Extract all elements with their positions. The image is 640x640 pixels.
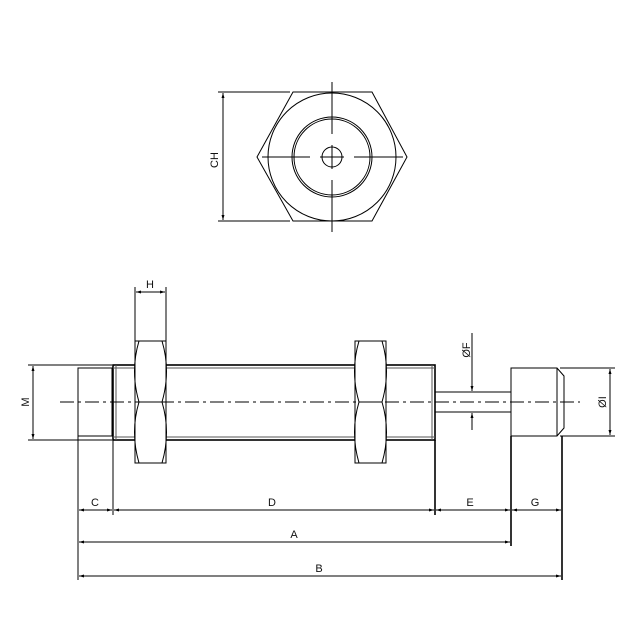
m-label: M (20, 397, 32, 406)
d-label: D (268, 497, 276, 509)
a-label: A (290, 529, 298, 541)
f-label: ØF (461, 342, 473, 358)
c-label: C (91, 497, 99, 509)
b-label: B (315, 563, 322, 575)
hex-outline (256, 91, 408, 222)
end-view: CH (209, 82, 408, 232)
e-label: E (466, 497, 473, 509)
i-label: ØI (597, 396, 609, 408)
h-label: H (146, 279, 154, 291)
g-label: G (531, 497, 540, 509)
ch-label: CH (209, 152, 221, 168)
side-view: M H ØF ØI C D E G A B (20, 279, 615, 580)
